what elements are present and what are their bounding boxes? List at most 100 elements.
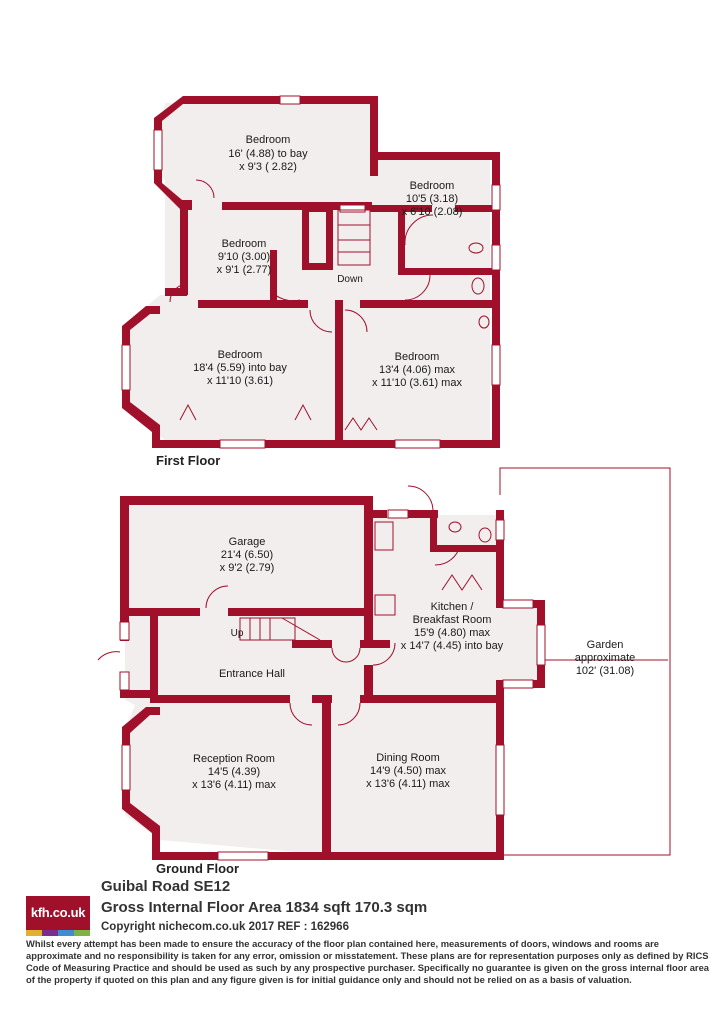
wall xyxy=(152,852,504,860)
wall xyxy=(152,425,160,448)
door-swing xyxy=(407,485,434,512)
room-dimension: x 14'7 (4.45) into bay xyxy=(401,640,504,652)
wall xyxy=(270,250,277,300)
door-swing xyxy=(434,544,461,566)
wall xyxy=(302,205,309,270)
first-floor-label: First Floor xyxy=(156,453,221,468)
wall xyxy=(364,616,373,641)
room-dimension: 14'5 (4.39) xyxy=(208,766,260,778)
window xyxy=(121,344,131,391)
room-dimension: x 13'6 (4.11) max xyxy=(192,779,276,791)
door-swing xyxy=(97,651,121,661)
door-swing xyxy=(372,642,396,666)
room-name: Bedroom xyxy=(246,134,291,146)
wall xyxy=(292,640,332,648)
wall xyxy=(364,496,373,616)
wall xyxy=(152,826,160,860)
wall xyxy=(154,96,183,121)
wall xyxy=(408,510,438,518)
room-dimension: x 6'10 (2.08) xyxy=(402,206,463,218)
room-dimension: 16' (4.88) to bay xyxy=(228,148,308,160)
wall xyxy=(122,803,160,833)
room-name: Bedroom xyxy=(218,349,263,361)
wall xyxy=(120,496,129,616)
door-swing xyxy=(309,309,333,333)
window xyxy=(491,184,501,211)
wall xyxy=(122,402,160,432)
wall xyxy=(430,510,437,552)
cupboard-doors xyxy=(441,574,483,591)
wall xyxy=(154,183,188,209)
door-swing xyxy=(195,179,215,199)
room-dimension: 18'4 (5.59) into bay xyxy=(193,362,287,374)
room-name: Dining Room xyxy=(376,752,440,764)
garden-boundary xyxy=(499,467,671,856)
wall xyxy=(222,202,372,210)
room-name: Bedroom xyxy=(410,180,455,192)
toilet xyxy=(478,527,492,543)
stairs-label: Up xyxy=(231,628,244,639)
kfh-logo[interactable]: kfh.co.uk xyxy=(26,896,90,936)
room-dimension: 13'4 (4.06) max xyxy=(379,364,456,376)
wall xyxy=(302,263,332,270)
hob xyxy=(374,594,396,616)
window xyxy=(387,509,409,519)
window xyxy=(219,439,266,449)
room-dimension: approximate xyxy=(575,652,636,664)
door-swing xyxy=(337,702,361,726)
window xyxy=(491,344,501,386)
wall xyxy=(360,300,497,308)
toilet xyxy=(471,277,485,295)
ground-floor-area xyxy=(125,500,540,855)
disclaimer: Whilst every attempt has been made to en… xyxy=(26,938,710,985)
room-name: Kitchen / xyxy=(431,601,475,613)
wall xyxy=(398,205,405,275)
staircase xyxy=(337,209,371,266)
room-dimension: x 9'1 (2.77) xyxy=(217,264,272,276)
room-dimension: x 11'10 (3.61) xyxy=(207,375,273,387)
wall xyxy=(432,268,497,275)
room-name: Bedroom xyxy=(222,238,267,250)
wall xyxy=(496,510,504,605)
window xyxy=(495,519,505,541)
door-swing xyxy=(205,585,229,609)
logo-stripes xyxy=(26,930,90,936)
basin xyxy=(448,521,462,533)
window xyxy=(394,439,441,449)
wall xyxy=(302,205,332,212)
sink xyxy=(374,521,394,551)
room-dimension: x 9'2 (2.79) xyxy=(220,562,275,574)
window xyxy=(502,599,534,609)
basin xyxy=(478,315,490,329)
door-swing xyxy=(289,702,313,726)
window xyxy=(536,624,546,666)
wall xyxy=(455,205,497,212)
room-name: Garage xyxy=(229,536,266,548)
basin xyxy=(468,242,484,254)
wardrobe-doors xyxy=(344,417,378,431)
room-name: Entrance Hall xyxy=(219,668,285,680)
door-swing xyxy=(344,309,368,333)
room-dimension: x 9'3 ( 2.82) xyxy=(239,161,297,173)
window xyxy=(121,744,131,791)
window xyxy=(153,129,163,171)
wall xyxy=(120,608,200,616)
wall xyxy=(122,707,160,735)
room-name: Reception Room xyxy=(193,753,275,765)
room-dimension: x 11'10 (3.61) max xyxy=(372,377,462,389)
room-dimension: 15'9 (4.80) max xyxy=(414,627,491,639)
wardrobe-doors xyxy=(294,403,312,421)
wall xyxy=(364,665,373,700)
wall xyxy=(335,300,343,448)
room-dimension: 21'4 (6.50) xyxy=(221,549,273,561)
window xyxy=(491,244,501,271)
shower-tray xyxy=(404,214,434,246)
door-swing xyxy=(169,283,189,303)
wall xyxy=(180,205,188,295)
wall xyxy=(398,268,433,275)
ground-floor-plan: Garage 21'4 (6.50) x 9'2 (2.79) Kitchen … xyxy=(97,467,671,861)
window xyxy=(495,744,505,816)
wall xyxy=(370,152,500,160)
window xyxy=(217,851,269,861)
